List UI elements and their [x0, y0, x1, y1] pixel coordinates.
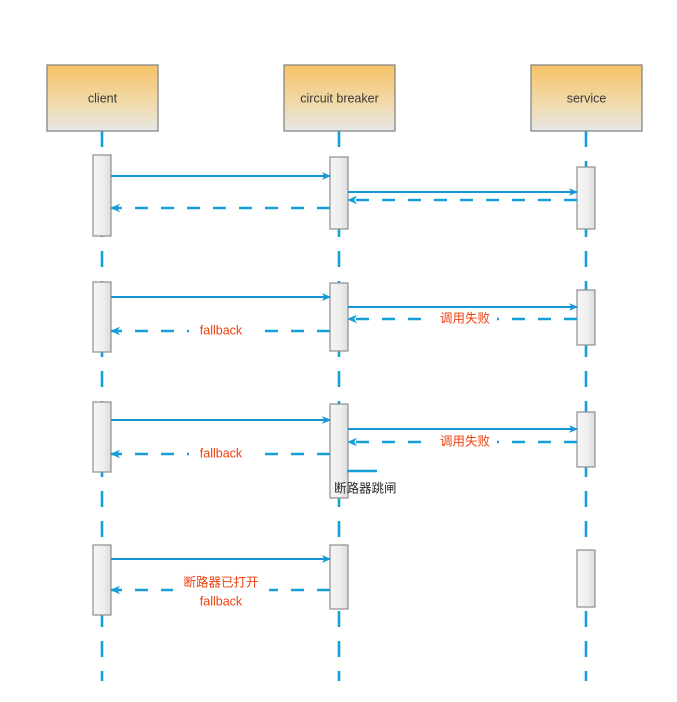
participant-label-client: client — [88, 91, 118, 105]
msg-breaker-to-client-3-label-bg — [189, 445, 253, 463]
breaker-open-fallback-label-line-2: fallback — [200, 594, 243, 608]
breaker-activation-3 — [329, 403, 349, 499]
msg-service-to-breaker-2-label: 调用失败 — [440, 310, 491, 325]
participant-headers-group: client circuit breaker service — [46, 64, 643, 132]
participant-box-client[interactable] — [46, 64, 159, 132]
client-activation-4 — [92, 544, 112, 616]
participant-box-service[interactable] — [530, 64, 643, 132]
client-activation-1 — [92, 154, 112, 237]
client-activation-3 — [92, 401, 112, 473]
msg-service-to-breaker-3-label: 调用失败 — [440, 433, 491, 448]
participant-label-circuit_breaker: circuit breaker — [300, 91, 379, 105]
participant-box-circuit_breaker[interactable] — [283, 64, 396, 132]
service-activation-1 — [576, 166, 596, 230]
breaker-activation-1 — [329, 156, 349, 230]
msg-service-to-breaker-2-label-bg — [433, 310, 497, 328]
client-activation-2 — [92, 281, 112, 353]
breaker-activation-4 — [329, 544, 349, 610]
activations-group — [92, 154, 596, 616]
msg-breaker-to-client-2-label-bg — [189, 322, 253, 340]
breaker-trip-note: 断路器跳闸 — [334, 480, 397, 495]
msg-breaker-to-client-2-label: fallback — [200, 323, 243, 337]
msg-service-to-breaker-3-label-bg — [433, 433, 497, 451]
service-activation-3 — [576, 411, 596, 468]
msg-breaker-to-client-3-label: fallback — [200, 446, 243, 460]
notes-group: 断路器跳闸 — [334, 469, 397, 495]
breaker-open-fallback-label-line-1: 断路器已打开 — [183, 574, 258, 589]
service-activation-4 — [576, 549, 596, 608]
messages-group: 调用失败 fallback 调用失败 fallback 断路器已打开 fallback — [110, 172, 578, 613]
service-activation-2 — [576, 289, 596, 346]
breaker-activation-2 — [329, 282, 349, 352]
participant-label-service: service — [567, 91, 607, 105]
breaker-open-fallback-label-bg — [173, 572, 269, 613]
